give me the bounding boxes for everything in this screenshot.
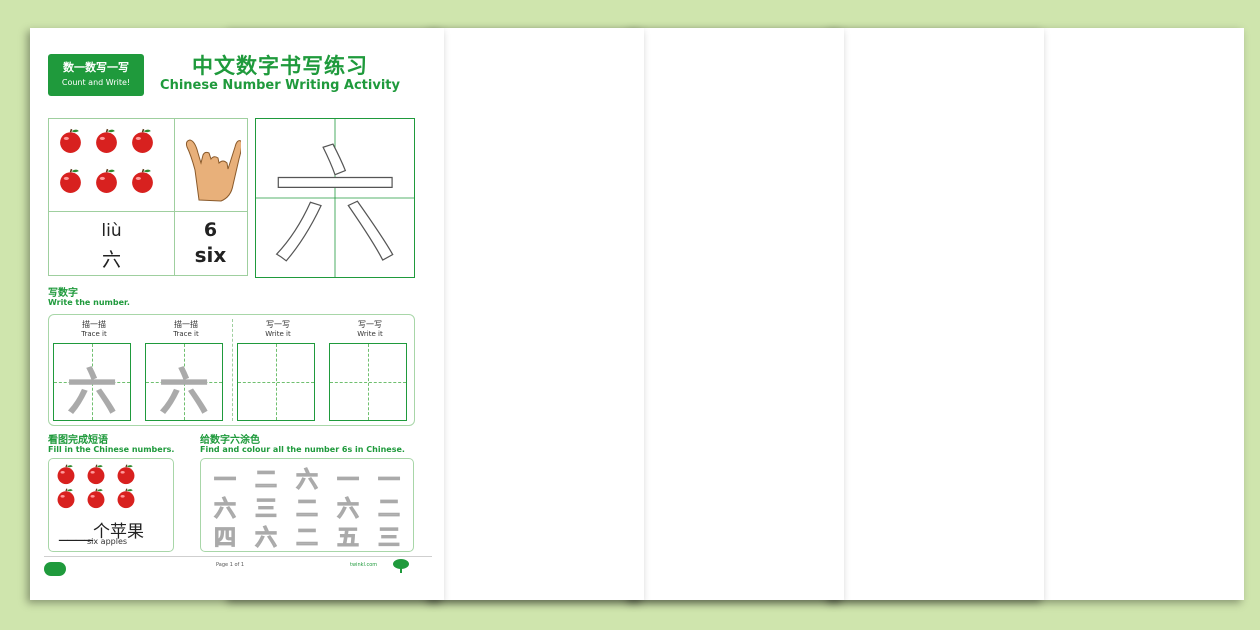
trace-label-zh: 描一描	[174, 320, 198, 329]
trace-label-en: Trace it	[81, 330, 107, 338]
panel-divider	[174, 119, 175, 275]
tree-logo-icon	[393, 559, 409, 573]
outline-character: 六	[271, 133, 399, 277]
apple-icon	[60, 168, 81, 193]
footer-site: twinkl.com	[350, 562, 378, 568]
fill-in-phrase[interactable]: ____个苹果	[59, 522, 144, 542]
apple-icon	[96, 128, 117, 153]
apple-icon	[57, 488, 75, 509]
colour-grid-character[interactable]: 二	[295, 526, 318, 552]
colour-grid: 一二六一一六三二六二四六二五三	[200, 458, 414, 552]
stroke-guide: 六	[256, 119, 414, 277]
apple-icon	[87, 488, 105, 509]
write-label-en: Write it	[357, 330, 383, 338]
apple-icon	[60, 128, 81, 153]
trace-label-en: Trace it	[173, 330, 199, 338]
colour-grid-character[interactable]: 六	[254, 526, 277, 552]
colour-grid-character[interactable]: 一	[336, 468, 359, 494]
number-info-panel: liù 六 6 six	[48, 118, 248, 276]
digit-label: 6	[203, 219, 218, 241]
colour-grid-character[interactable]: 六	[336, 497, 359, 523]
write-label-zh: 写一写	[358, 320, 382, 329]
colour-grid-character[interactable]: 五	[336, 526, 359, 552]
fill-in-panel: ____个苹果 six apples	[48, 458, 174, 552]
write-section-title: 写数字	[48, 288, 78, 299]
footer-divider	[44, 556, 432, 557]
colour-grid-character[interactable]: 二	[295, 497, 318, 523]
apples-image	[55, 463, 145, 513]
write-label-en: Write it	[265, 330, 291, 338]
colour-grid-character[interactable]: 六	[213, 497, 236, 523]
chinese-numeral: 六	[101, 249, 121, 271]
apple-icon	[132, 128, 153, 153]
colour-grid-character[interactable]: 六	[295, 468, 318, 494]
fill-section-subtitle: Fill in the Chinese numbers.	[48, 445, 175, 454]
apple-icon	[132, 168, 153, 193]
write-label-zh: 写一写	[266, 320, 290, 329]
write-column: 写一写 Write it	[233, 315, 323, 425]
badge-zh: 数一数写一写	[63, 61, 129, 74]
fill-in-english: six apples	[87, 537, 128, 546]
hand-sign-icon	[185, 139, 241, 202]
trace-label-zh: 描一描	[82, 320, 106, 329]
page-title-en: Chinese Number Writing Activity	[160, 78, 400, 93]
colour-grid-character[interactable]: 三	[377, 526, 400, 552]
footer-page-number: Page 1 of 1	[216, 562, 245, 568]
colour-grid-character[interactable]: 四	[213, 526, 236, 552]
measure-word: 个苹果	[93, 522, 144, 542]
twinkl-logo	[44, 562, 66, 576]
trace-column: 描一描 Trace it 六	[49, 315, 139, 425]
colour-grid-character[interactable]: 一	[377, 468, 400, 494]
badge-en: Count and Write!	[61, 78, 131, 87]
apples-image	[57, 127, 169, 205]
apple-icon	[87, 464, 105, 485]
colour-section-subtitle: Find and colour all the number 6s in Chi…	[200, 445, 405, 454]
write-box[interactable]	[237, 343, 315, 421]
write-section-subtitle: Write the number.	[48, 298, 130, 307]
colour-grid-character[interactable]: 二	[377, 497, 400, 523]
stroke-order-box: 六	[255, 118, 415, 278]
worksheet-page: 数一数写一写 Count and Write! 中文数字书写练习 Chinese…	[30, 28, 444, 600]
trace-column: 描一描 Trace it 六	[141, 315, 231, 425]
practice-divider	[232, 319, 233, 421]
practice-panel: 描一描 Trace it 六 描一描 Trace it 六	[48, 314, 415, 426]
apple-icon	[117, 464, 135, 485]
colour-grid-character[interactable]: 二	[254, 468, 277, 494]
colour-section-title: 给数字六涂色	[200, 435, 260, 446]
colour-grid-character[interactable]: 三	[254, 497, 277, 523]
apple-icon	[96, 168, 117, 193]
trace-character: 六	[67, 363, 117, 421]
apple-icon	[57, 464, 75, 485]
write-box[interactable]	[329, 343, 407, 421]
fill-section-title: 看图完成短语	[48, 435, 108, 446]
trace-box[interactable]: 六	[145, 343, 223, 421]
colour-grid-character[interactable]: 一	[213, 468, 236, 494]
write-column: 写一写 Write it	[325, 315, 415, 425]
page-title-zh: 中文数字书写练习	[192, 54, 368, 78]
trace-character: 六	[159, 363, 209, 421]
trace-box[interactable]: 六	[53, 343, 131, 421]
panel-divider	[49, 211, 247, 212]
apple-icon	[117, 488, 135, 509]
english-word: six	[194, 243, 227, 267]
count-and-write-badge: 数一数写一写 Count and Write!	[48, 54, 144, 96]
pinyin-label: liù	[101, 221, 122, 241]
